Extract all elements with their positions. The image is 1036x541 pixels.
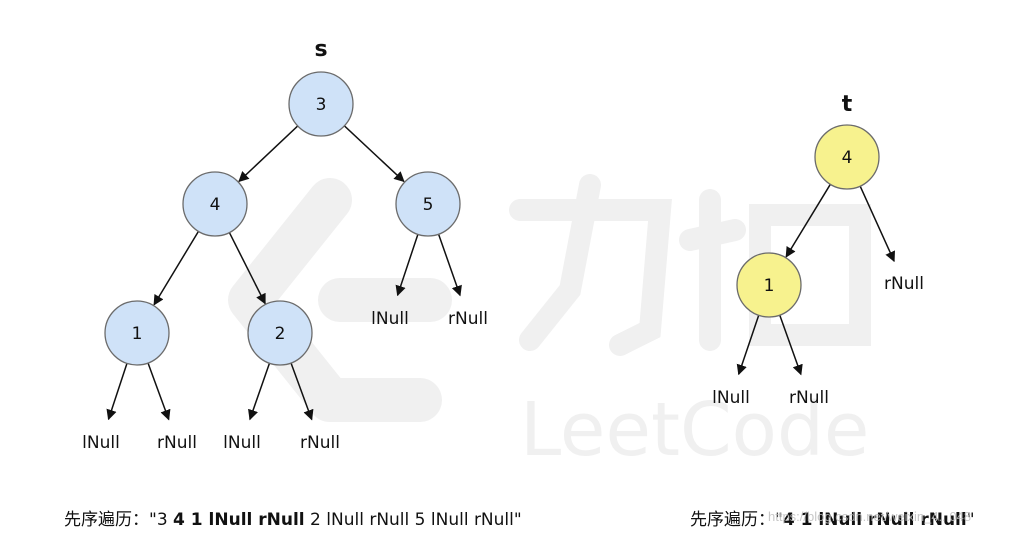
tree-label-s: s	[314, 37, 327, 62]
node-value-t1: 1	[764, 276, 775, 296]
caption-s-suffix: 2 lNull rNull 5 lNull rNull"	[304, 510, 522, 530]
edge-s3-s5	[343, 125, 405, 183]
caption-t-suffix: "	[966, 510, 975, 530]
null-leaf-t4r: rNull	[884, 274, 924, 294]
null-leaf-s1r: rNull	[157, 433, 197, 453]
null-leaf-s2r: rNull	[300, 433, 340, 453]
node-s1	[104, 300, 170, 366]
node-s3	[288, 71, 354, 137]
caption-s-preorder: 先序遍历："3 4 1 lNull rNull 2 lNull rNull 5 …	[64, 505, 522, 530]
node-value-s5: 5	[423, 195, 434, 215]
null-leaf-s1l: lNull	[82, 433, 120, 453]
edge-s5-s5r	[437, 233, 462, 297]
edge-s5-s5l	[395, 234, 419, 297]
caption-s-prefix: 先序遍历："3	[64, 510, 174, 530]
null-leaf-t1r: rNull	[789, 388, 829, 408]
watermark-char-kou-stroke2	[679, 219, 746, 251]
edge-s2-s2l	[248, 362, 271, 421]
edge-t1-t1l	[736, 315, 760, 376]
watermark-char-li-stroke2	[519, 174, 601, 351]
node-value-t4: 4	[842, 148, 853, 168]
caption-t-bold: 4 1 lNull rNull rNull	[782, 510, 967, 530]
watermark-leetcode-text: LeetCode	[520, 387, 869, 473]
edge-s1-s1r	[147, 362, 171, 421]
node-s5	[395, 171, 461, 237]
edge-t4-t4r	[859, 185, 895, 263]
caption-t-prefix: 先序遍历："	[690, 510, 783, 530]
edge-s4-s1	[153, 230, 200, 306]
null-leaf-s5r: rNull	[448, 309, 488, 329]
caption-s-bold: 4 1 lNull rNull	[173, 510, 305, 530]
null-leaf-s2l: lNull	[223, 433, 261, 453]
edge-s1-s1l	[106, 363, 128, 421]
node-value-s1: 1	[132, 324, 143, 344]
edge-t1-t1r	[779, 314, 803, 376]
node-value-s3: 3	[316, 95, 327, 115]
node-t1	[736, 252, 802, 318]
csdn-url-watermark: https://blog.csdn.net/weixin_4...048	[768, 509, 972, 524]
node-t4	[814, 124, 880, 190]
node-s2	[247, 300, 313, 366]
edge-s2-s2r	[290, 362, 314, 421]
edge-t4-t1	[785, 183, 831, 258]
node-s4	[182, 171, 248, 237]
edge-s3-s4	[238, 125, 299, 183]
null-leaf-t1l: lNull	[712, 388, 750, 408]
tree-label-t: t	[842, 92, 853, 117]
node-value-s4: 4	[210, 195, 221, 215]
node-value-s2: 2	[275, 324, 286, 344]
edge-s4-s2	[228, 232, 266, 305]
caption-t-preorder: 先序遍历："4 1 lNull rNull rNull"	[690, 505, 975, 530]
null-leaf-s5l: lNull	[371, 309, 409, 329]
